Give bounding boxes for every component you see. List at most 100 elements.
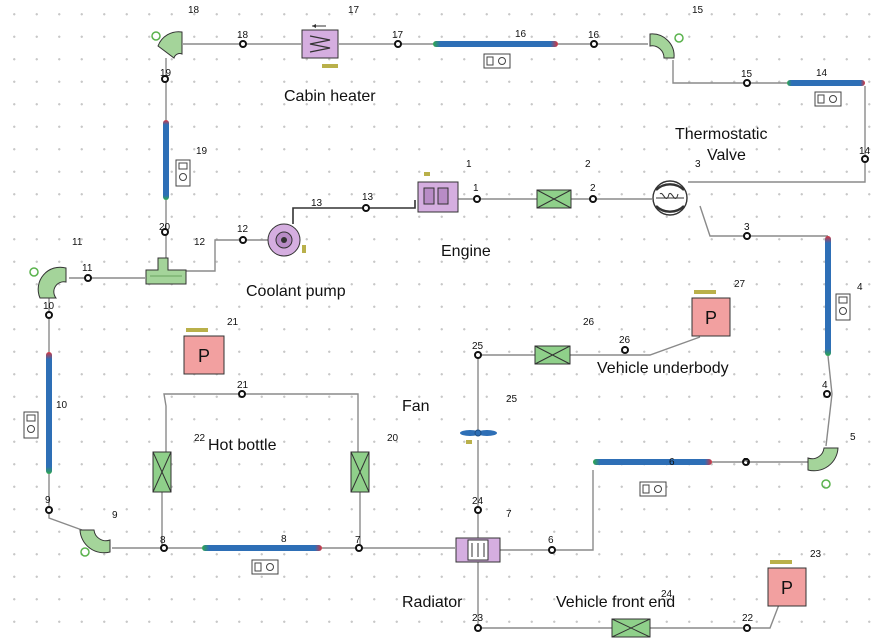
sensor-icon	[23, 411, 39, 439]
pressure-source-icon[interactable]	[183, 328, 225, 375]
port-label: 4	[822, 380, 828, 391]
component-id: 26	[583, 317, 595, 328]
component-id: 15	[692, 5, 704, 16]
pipe-10[interactable]	[46, 352, 52, 474]
component-id: 7	[506, 509, 512, 520]
sensor-icon	[639, 481, 667, 497]
port-label: 22	[742, 613, 754, 624]
component-id: 4	[857, 282, 863, 293]
pressure-source-icon[interactable]	[691, 290, 731, 337]
engine-label: Engine	[441, 243, 491, 260]
sensor-icon	[175, 159, 191, 187]
tee-junction-icon[interactable]	[145, 257, 187, 285]
fan-icon[interactable]	[460, 429, 497, 444]
component-id: 21	[227, 317, 239, 328]
thermostatic-valve-label: Valve	[707, 147, 746, 164]
component-id: 20	[387, 433, 399, 444]
sensor-icon	[483, 53, 511, 69]
bend-icon[interactable]	[649, 33, 684, 59]
heat-exchanger-icon[interactable]	[534, 345, 571, 365]
port-label: 21	[237, 380, 249, 391]
component-id: 27	[734, 279, 746, 290]
sensor-icon	[251, 559, 279, 575]
pipe-16[interactable]	[433, 41, 558, 47]
component-id: 22	[194, 433, 206, 444]
radiator-icon[interactable]	[455, 537, 501, 563]
port-label: 3	[744, 222, 750, 233]
component-id: 16	[515, 29, 527, 40]
component-id: 18	[188, 5, 200, 16]
component-id: 10	[56, 400, 68, 411]
component-id: 12	[194, 237, 206, 248]
component-id: 11	[72, 237, 83, 248]
cabin-heater-icon[interactable]	[301, 24, 339, 68]
port-label: 14	[859, 146, 871, 157]
component-id: 24	[661, 589, 673, 600]
heat-exchanger-icon[interactable]	[350, 451, 370, 493]
pressure-symbol: P	[781, 578, 793, 598]
port-label: 10	[43, 301, 55, 312]
port-label: 15	[741, 69, 753, 80]
vehicle-front-end-label: Vehicle front end	[556, 594, 675, 611]
connection-lines	[48, 43, 866, 629]
component-id: 23	[810, 549, 822, 560]
thermostatic-valve-label: Thermostatic	[675, 126, 767, 143]
component-id: 9	[112, 510, 118, 521]
component-id: 25	[506, 394, 518, 405]
port-label: 2	[590, 183, 596, 194]
heat-exchanger-icon[interactable]	[536, 189, 572, 209]
port-label: 25	[472, 341, 484, 352]
component-id: 3	[695, 159, 701, 170]
port-label: 24	[472, 496, 484, 507]
hot-bottle-label: Hot bottle	[208, 437, 277, 454]
vehicle-underbody-label: Vehicle underbody	[597, 360, 729, 377]
sensor-icon	[835, 293, 851, 321]
component-id: 19	[196, 146, 208, 157]
bend-icon[interactable]	[807, 447, 839, 489]
heat-exchanger-icon[interactable]	[611, 618, 651, 638]
coolant-pump-label: Coolant pump	[246, 283, 346, 300]
thermostat-icon[interactable]	[652, 180, 688, 216]
port-nodes	[45, 40, 869, 632]
component-id: 17	[348, 5, 360, 16]
port-label: 7	[355, 535, 361, 546]
cabin-heater-label: Cabin heater	[284, 88, 376, 105]
engine-icon[interactable]	[417, 172, 459, 213]
component-id: 1	[466, 159, 472, 170]
component-id: 14	[816, 68, 828, 79]
pressure-symbol: P	[198, 346, 210, 366]
port-label: 23	[472, 613, 484, 624]
sensor-icon	[814, 91, 842, 107]
pipe-8[interactable]	[202, 545, 322, 551]
component-id: 2	[585, 159, 591, 170]
component-id: 5	[850, 432, 856, 443]
port-label: 19	[160, 68, 172, 79]
pressure-symbol: P	[705, 308, 717, 328]
port-label: 9	[45, 495, 51, 506]
pump-icon[interactable]	[267, 223, 306, 257]
port-label: 1	[473, 183, 479, 194]
fan-label: Fan	[402, 398, 430, 415]
radiator-label: Radiator	[402, 594, 463, 611]
component-id: 6	[669, 457, 675, 468]
pipe-4[interactable]	[825, 236, 831, 356]
bend-icon[interactable]	[151, 31, 183, 59]
port-label: 12	[237, 224, 249, 235]
heat-exchanger-icon[interactable]	[152, 451, 172, 493]
port-label: 16	[588, 30, 600, 41]
bend-icon[interactable]	[79, 529, 111, 557]
port-label: 5	[743, 457, 749, 468]
port-label: 8	[160, 535, 166, 546]
bend-icon[interactable]	[29, 266, 67, 299]
pressure-source-icon[interactable]	[767, 560, 807, 607]
pipe-6[interactable]	[593, 459, 712, 465]
port-label: 11	[82, 263, 93, 274]
port-label: 13	[362, 192, 374, 203]
port-label: 13	[311, 198, 323, 209]
port-label: 20	[159, 222, 171, 233]
pipe-19[interactable]	[163, 120, 169, 200]
port-label: 18	[237, 30, 249, 41]
component-id: 8	[281, 534, 287, 545]
pipe-14[interactable]	[787, 80, 865, 86]
